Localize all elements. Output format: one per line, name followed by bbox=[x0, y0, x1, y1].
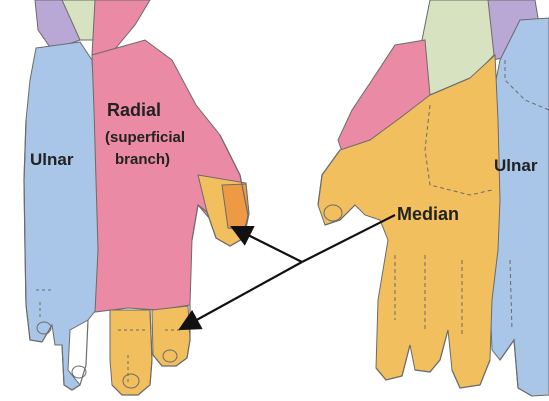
arrow-to-thumb bbox=[234, 228, 302, 262]
median-line bbox=[302, 215, 395, 262]
left-hand bbox=[24, 0, 249, 395]
right-hand bbox=[318, 0, 549, 396]
arrow-to-fingertips bbox=[182, 262, 302, 328]
ulnar-label-right: Ulnar bbox=[494, 156, 538, 175]
ulnar-label-left: Ulnar bbox=[30, 150, 74, 169]
radial-sublabel-2: branch) bbox=[115, 151, 170, 168]
left-middle-finger-median-region bbox=[152, 306, 190, 366]
radial-label: Radial bbox=[107, 100, 161, 120]
median-label: Median bbox=[397, 204, 459, 224]
left-index-finger-median-region bbox=[110, 310, 152, 395]
left-radial-region bbox=[92, 40, 248, 312]
radial-sublabel-1: (superficial bbox=[105, 129, 185, 146]
left-ulnar-region bbox=[24, 42, 100, 390]
